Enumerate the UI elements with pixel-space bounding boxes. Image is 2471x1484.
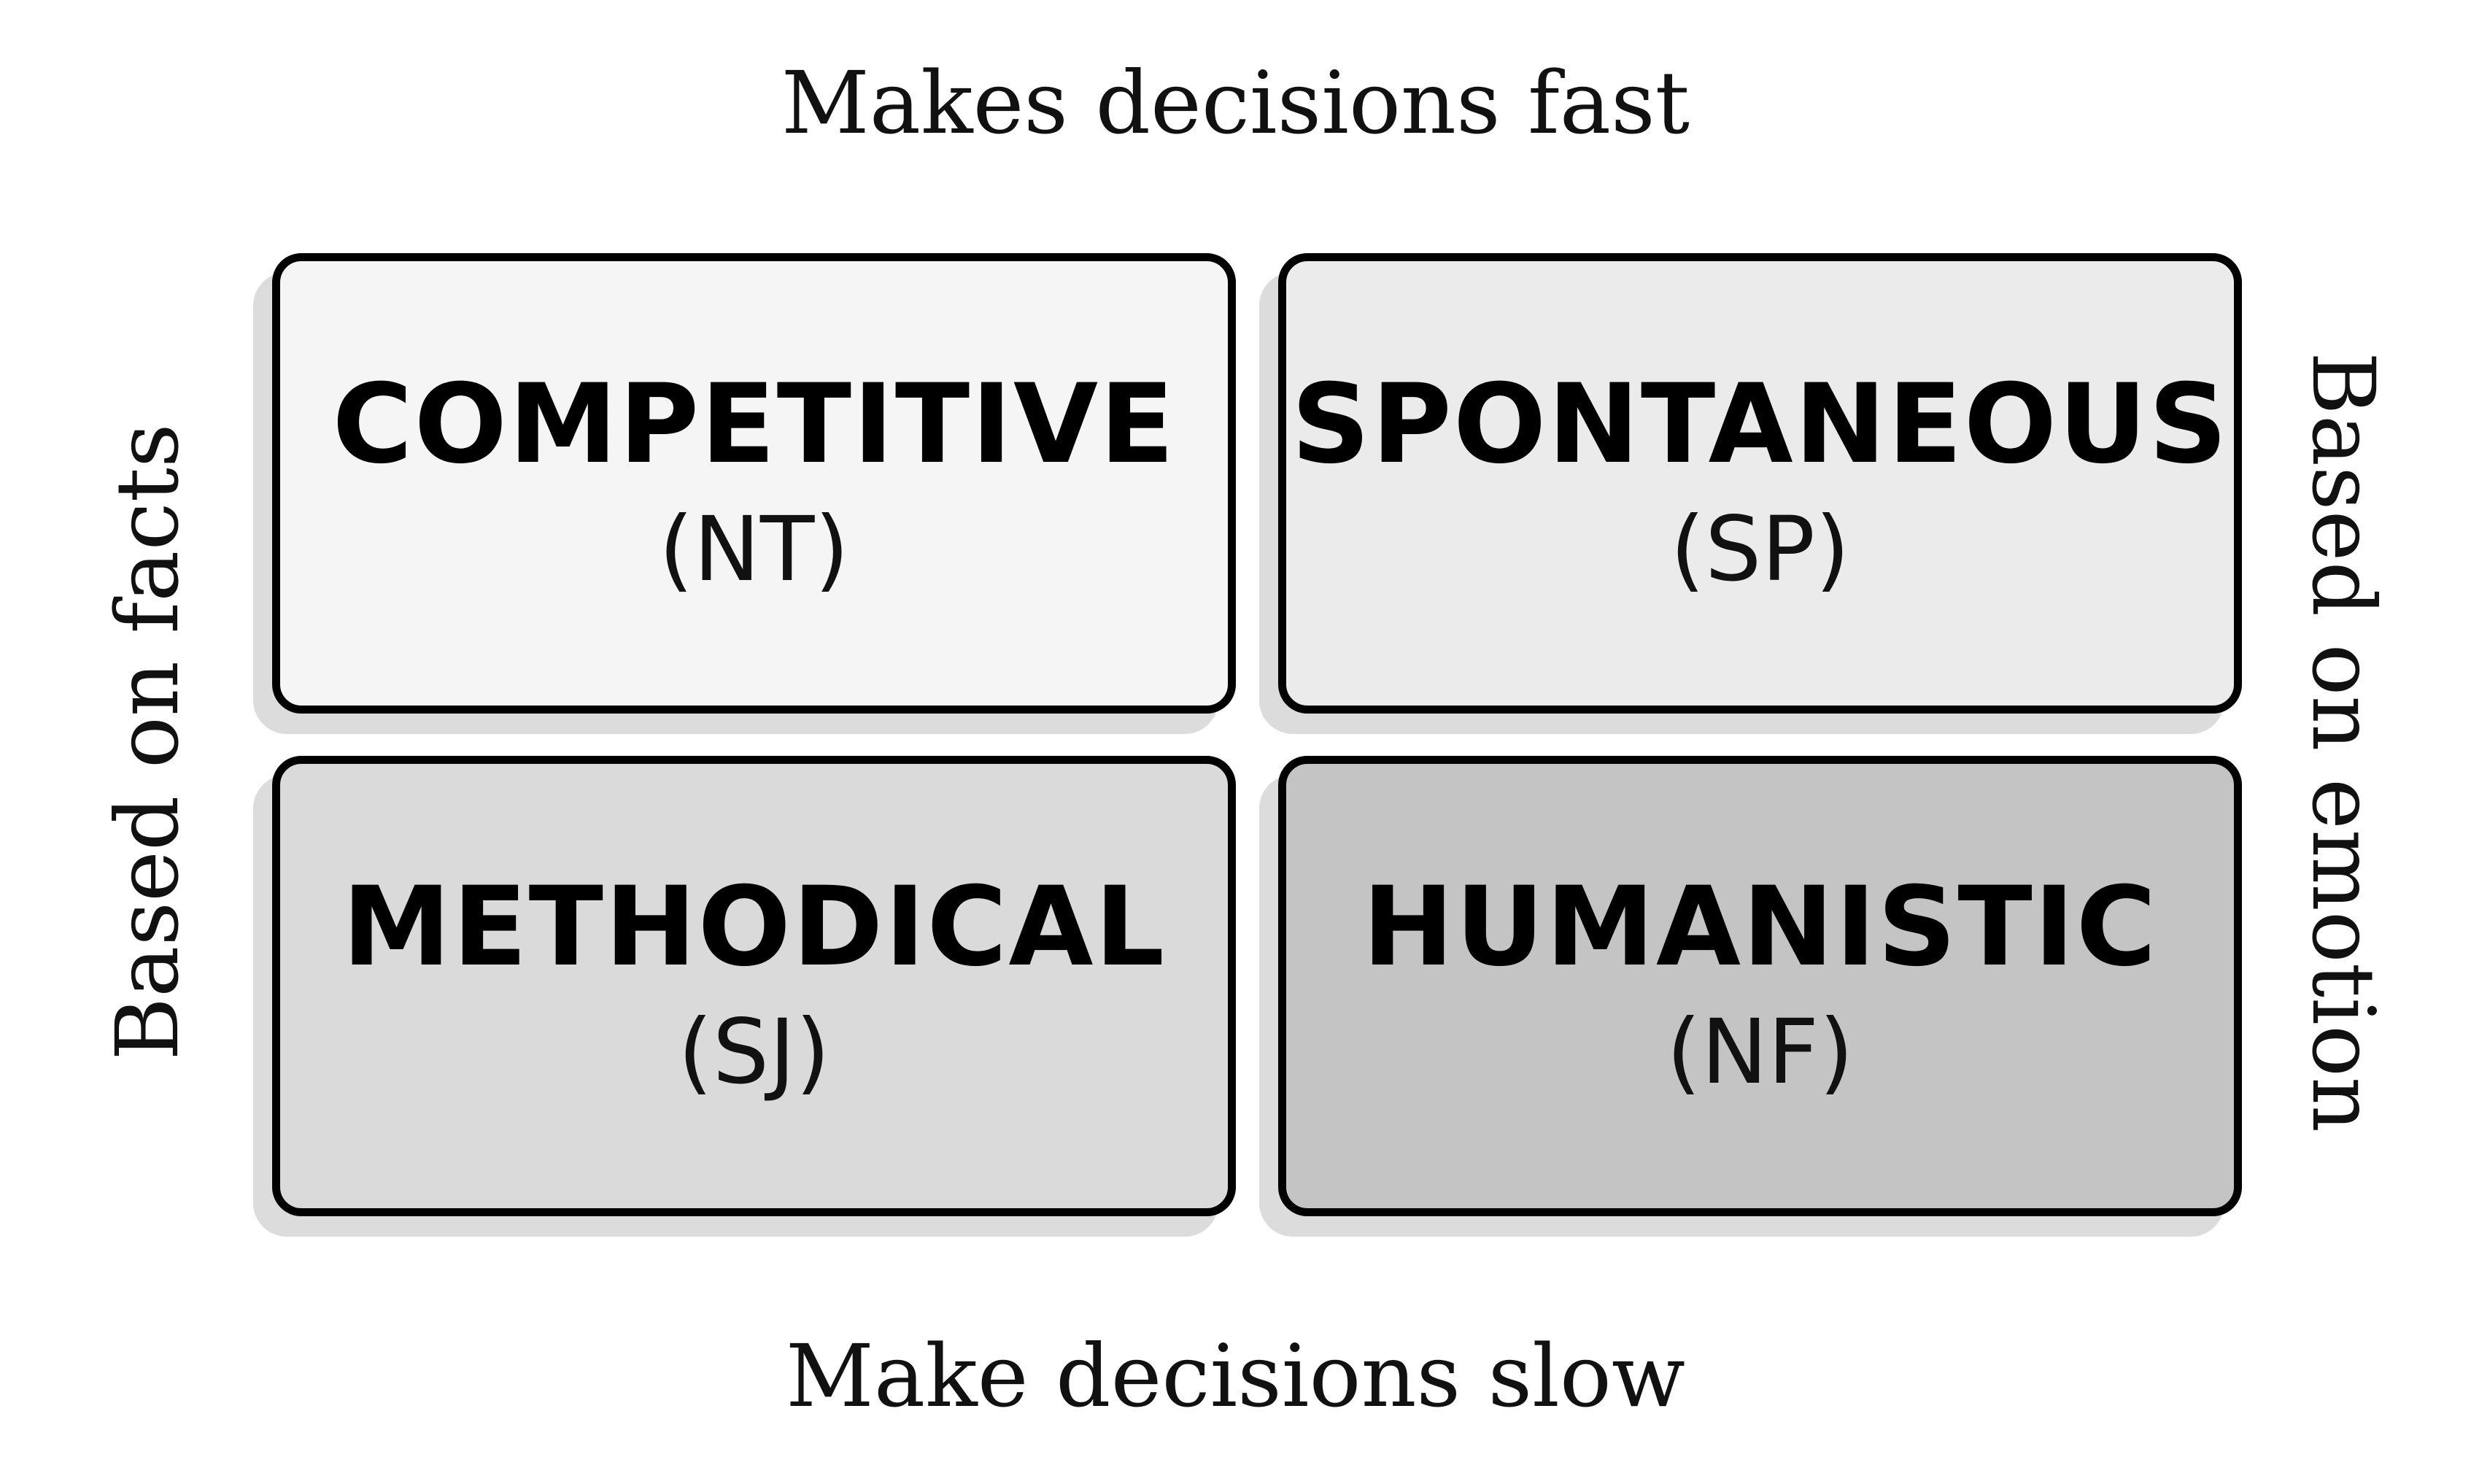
quadrant-border	[1278, 756, 2242, 1216]
axis-label-top: Makes decisions fast	[781, 53, 1690, 153]
quadrant-text: METHODICAL (SJ)	[272, 756, 1236, 1216]
quadrant-text: SPONTANEOUS (SP)	[1278, 253, 2242, 714]
quadrant-fill	[272, 253, 1236, 714]
axis-label-left: Based on facts	[97, 423, 198, 1061]
quadrant-code: (NF)	[1666, 1000, 1854, 1104]
quadrant-spontaneous: SPONTANEOUS (SP)	[1259, 253, 2242, 734]
quadrant-code: (SP)	[1670, 497, 1850, 601]
quadrant-humanistic: HUMANISTIC (NF)	[1259, 756, 2242, 1237]
quadrant-methodical: METHODICAL (SJ)	[253, 756, 1236, 1237]
quadrant-border	[1278, 253, 2242, 714]
quadrant-competitive: COMPETITIVE (NT)	[253, 253, 1236, 734]
quadrant-fill	[1278, 756, 2242, 1216]
quadrant-title: SPONTANEOUS	[1291, 361, 2230, 488]
quadrant-border	[272, 253, 1236, 714]
quadrant-code: (NT)	[659, 497, 849, 601]
axis-label-right: Based on emotion	[2293, 351, 2394, 1133]
quadrant-text: HUMANISTIC (NF)	[1278, 756, 2242, 1216]
quadrant-border	[272, 756, 1236, 1216]
quadrant-text: COMPETITIVE (NT)	[272, 253, 1236, 714]
quadrant-title: COMPETITIVE	[332, 361, 1176, 488]
quadrant-title: HUMANISTIC	[1362, 864, 2158, 991]
quadrant-title: METHODICAL	[341, 864, 1167, 991]
quadrant-fill	[1278, 253, 2242, 714]
quadrant-fill	[272, 756, 1236, 1216]
quadrant-code: (SJ)	[678, 1000, 830, 1104]
axis-label-bottom: Make decisions slow	[786, 1326, 1685, 1426]
